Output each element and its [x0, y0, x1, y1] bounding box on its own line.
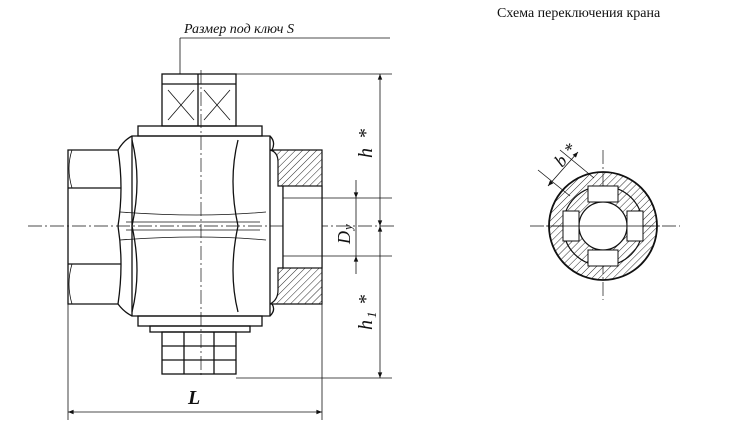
wrench-size-leader: Размер под ключ S — [179, 22, 390, 74]
vertical-dimensions: h * h 1 * D y — [236, 73, 392, 379]
h-star-label: h — [355, 148, 377, 158]
left-hex-nut — [67, 149, 122, 305]
h1-asterisk: * — [355, 294, 377, 304]
dy-label: D — [334, 231, 354, 245]
length-dimension: L — [67, 304, 323, 420]
valve-body — [117, 125, 275, 333]
switching-scheme — [546, 171, 660, 281]
switching-scheme-caption: Схема переключения крана — [497, 6, 661, 21]
h1-subscript: 1 — [364, 312, 379, 319]
b-star-label: b — [550, 151, 571, 171]
wrench-size-label: Размер под ключ S — [183, 22, 294, 37]
dy-subscript: y — [340, 224, 355, 232]
h1-star-label: h — [355, 320, 377, 330]
b-star-asterisk: * — [560, 139, 581, 159]
right-coupling-section — [269, 149, 323, 305]
top-square-head — [161, 73, 237, 127]
length-label: L — [187, 387, 200, 409]
bottom-nut — [161, 331, 237, 375]
h-star-asterisk: * — [355, 128, 377, 138]
